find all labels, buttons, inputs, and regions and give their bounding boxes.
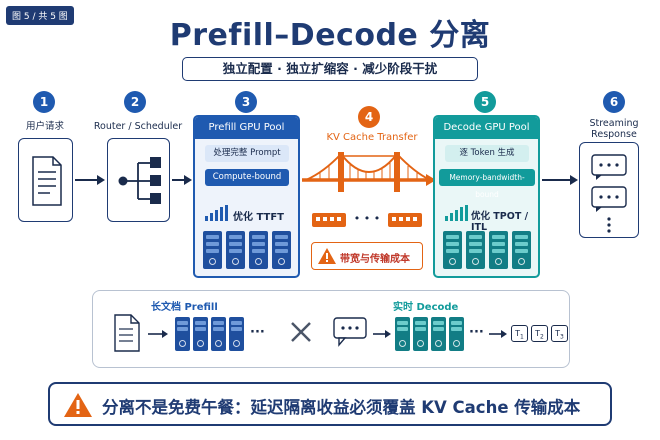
user-request-card <box>18 138 73 222</box>
interference-comparison-panel: 长文档 Prefill 实时 Decode ··· ··· T1 T2 <box>92 290 570 368</box>
bottom-arrow-mid <box>373 330 391 338</box>
bottom-decode-server <box>449 317 464 351</box>
prefill-signal-icon <box>205 205 228 221</box>
decode-ellipsis: ··· <box>469 325 484 340</box>
streaming-response-card <box>579 142 639 238</box>
decode-signal-icon <box>445 205 468 221</box>
long-prefill-label: 长文档 Prefill <box>151 302 218 313</box>
document-icon <box>114 314 140 352</box>
bridge-icon <box>302 152 436 192</box>
chat-bubbles-icon <box>591 154 627 233</box>
page-title: Prefill–Decode 分离 <box>169 18 491 53</box>
step-6-label-line1: Streaming <box>589 118 639 129</box>
token-box-2: T2 <box>531 325 548 342</box>
step-6-badge: 6 <box>603 91 625 113</box>
bottom-arrow-left <box>148 330 168 338</box>
conclusion-text: 分离不是免费午餐：延迟隔离收益必须覆盖 KV Cache 传输成本 <box>102 398 581 417</box>
step-6-label-line2: Response <box>591 129 637 140</box>
prefill-server <box>226 231 245 269</box>
prefill-server <box>203 231 222 269</box>
decode-pool-title: Decode GPU Pool <box>435 117 538 139</box>
prefill-server <box>249 231 268 269</box>
step-2-label: Router / Scheduler <box>93 121 183 132</box>
network-switch-icon <box>312 213 346 227</box>
chat-bubble-icon <box>333 317 367 347</box>
step-4-badge: 4 <box>358 106 380 128</box>
prefill-server <box>272 231 291 269</box>
prefill-optimize-ttft: 优化 TTFT <box>233 212 285 223</box>
decode-server <box>512 231 531 269</box>
kv-transfer-title: KV Cache Transfer <box>326 132 418 143</box>
decode-server <box>489 231 508 269</box>
bottom-decode-server <box>431 317 446 351</box>
bottom-prefill-server <box>211 317 226 351</box>
bandwidth-cost-warning: 带宽与传输成本 <box>311 242 423 270</box>
realtime-decode-label: 实时 Decode <box>393 302 459 313</box>
decode-gpu-pool: Decode GPU Pool 逐 Token 生成 Memory-bandwi… <box>433 115 540 278</box>
subtitle: 独立配置 · 独立扩缩容 · 减少阶段干扰 <box>182 57 478 81</box>
router-tree-icon <box>118 157 161 204</box>
flow-arrow-3 <box>542 175 578 185</box>
decode-server <box>466 231 485 269</box>
conclusion-banner: 分离不是免费午餐：延迟隔离收益必须覆盖 KV Cache 传输成本 <box>48 382 612 426</box>
kv-transfer-dots: • • • <box>353 212 381 225</box>
prefill-pool-title: Prefill GPU Pool <box>195 117 298 139</box>
token-box-3: T3 <box>551 325 568 342</box>
bottom-prefill-server <box>229 317 244 351</box>
decode-tag-per-token: 逐 Token 生成 <box>445 145 529 162</box>
warning-icon <box>64 393 92 417</box>
step-2-badge: 2 <box>124 91 146 113</box>
token-box-1: T1 <box>511 325 528 342</box>
step-3-badge: 3 <box>235 91 257 113</box>
decode-optimize-tpot: 优化 TPOT / ITL <box>471 211 529 233</box>
step-1-label: 用户请求 <box>25 121 64 132</box>
prefill-gpu-pool: Prefill GPU Pool 处理完整 Prompt Compute-bou… <box>193 115 300 278</box>
bottom-arrow-right <box>489 330 507 338</box>
warning-icon <box>318 248 336 264</box>
prefill-tag-prompt: 处理完整 Prompt <box>205 145 289 162</box>
step-5-badge: 5 <box>474 91 496 113</box>
flow-arrow-1 <box>75 175 105 185</box>
decode-tag-memory-bound: Memory-bandwidth-bound <box>439 169 535 199</box>
prefill-ellipsis: ··· <box>250 325 265 340</box>
network-switch-icon <box>388 213 422 227</box>
step-1-badge: 1 <box>33 91 55 113</box>
isolation-cross-icon <box>291 322 311 342</box>
bottom-decode-server <box>395 317 410 351</box>
bottom-decode-server <box>413 317 428 351</box>
router-card <box>107 138 170 222</box>
decode-server <box>443 231 462 269</box>
document-icon <box>32 156 62 206</box>
page-badge: 图 5 / 共 5 图 <box>6 6 74 25</box>
bandwidth-cost-text: 带宽与传输成本 <box>340 254 410 265</box>
flow-arrow-2 <box>172 175 192 185</box>
prefill-tag-compute-bound: Compute-bound <box>205 169 289 186</box>
bottom-prefill-server <box>193 317 208 351</box>
bottom-prefill-server <box>175 317 190 351</box>
